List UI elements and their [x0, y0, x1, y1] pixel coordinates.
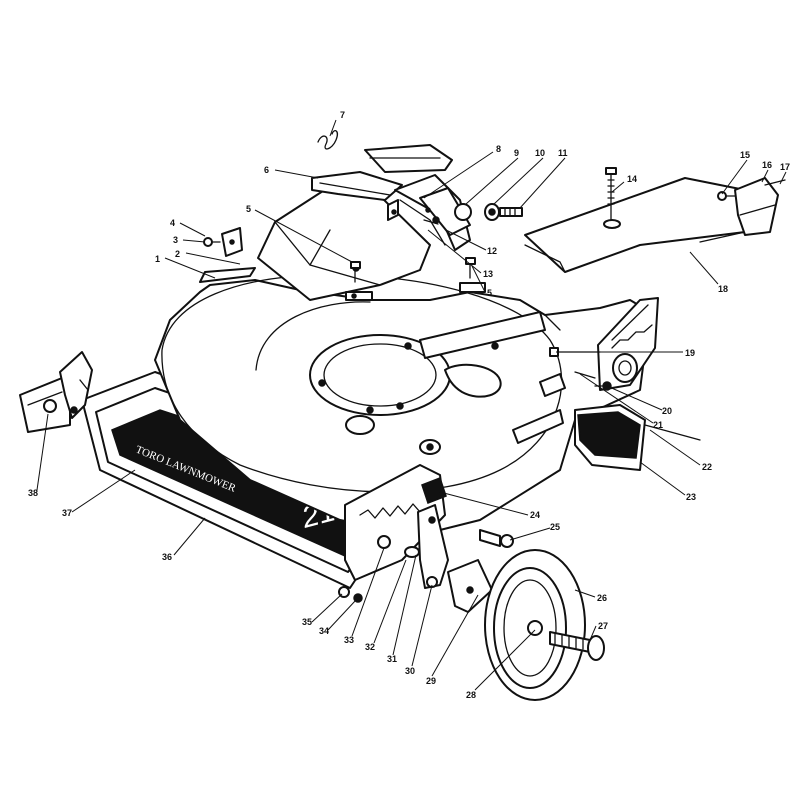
callout-5b: 5: [487, 288, 492, 298]
callout-21: 21: [653, 420, 663, 430]
callout-13: 13: [483, 269, 493, 279]
callout-28: 28: [466, 690, 476, 700]
callout-29: 29: [426, 676, 436, 686]
callout-14: 14: [627, 174, 637, 184]
callout-24: 24: [530, 510, 540, 520]
callout-17: 17: [780, 162, 790, 172]
callout-1: 1: [155, 254, 160, 264]
height-lever-plate: [419, 187, 471, 236]
callout-12: 12: [487, 246, 497, 256]
callout-19: 19: [685, 348, 695, 358]
callout-4: 4: [170, 218, 175, 228]
callout-34: 34: [319, 626, 329, 636]
callout-20: 20: [662, 406, 672, 416]
callout-10: 10: [535, 148, 545, 158]
bolt-5-lower: [465, 257, 476, 279]
callout-31: 31: [387, 654, 397, 664]
wheel: [484, 549, 605, 701]
callout-38: 38: [28, 488, 38, 498]
callout-7: 7: [340, 110, 345, 120]
callout-labels: 1 2 3 4 5 5 6 7 8 9 10 11 12 13 14 15 16…: [28, 110, 790, 700]
callout-37: 37: [62, 508, 72, 518]
callout-23: 23: [686, 492, 696, 502]
callout-22: 22: [702, 462, 712, 472]
handle-bracket: [311, 144, 523, 251]
callout-3: 3: [173, 235, 178, 245]
callout-5a: 5: [246, 204, 251, 214]
wire-clip: [317, 129, 338, 150]
grass-deflector: [524, 167, 786, 273]
rear-height-adjuster: [549, 297, 701, 471]
callout-2: 2: [175, 249, 180, 259]
callout-27: 27: [598, 621, 608, 631]
leader-lines: [36, 119, 787, 691]
callout-18: 18: [718, 284, 728, 294]
callout-26: 26: [597, 593, 607, 603]
callout-15: 15: [740, 150, 750, 160]
callout-9: 9: [514, 148, 519, 158]
callout-30: 30: [405, 666, 415, 676]
right-front-adjuster: [338, 464, 514, 613]
callout-33: 33: [344, 635, 354, 645]
callout-36: 36: [162, 552, 172, 562]
screw-3-4: [203, 227, 243, 257]
callout-11: 11: [558, 148, 568, 158]
callout-6: 6: [264, 165, 269, 175]
callout-32: 32: [365, 642, 375, 652]
callout-35: 35: [302, 617, 312, 627]
callout-8: 8: [496, 144, 501, 154]
left-front-adjuster: [19, 351, 93, 433]
callout-25: 25: [550, 522, 560, 532]
callout-16: 16: [762, 160, 772, 170]
bolt-5-upper: [350, 261, 361, 283]
